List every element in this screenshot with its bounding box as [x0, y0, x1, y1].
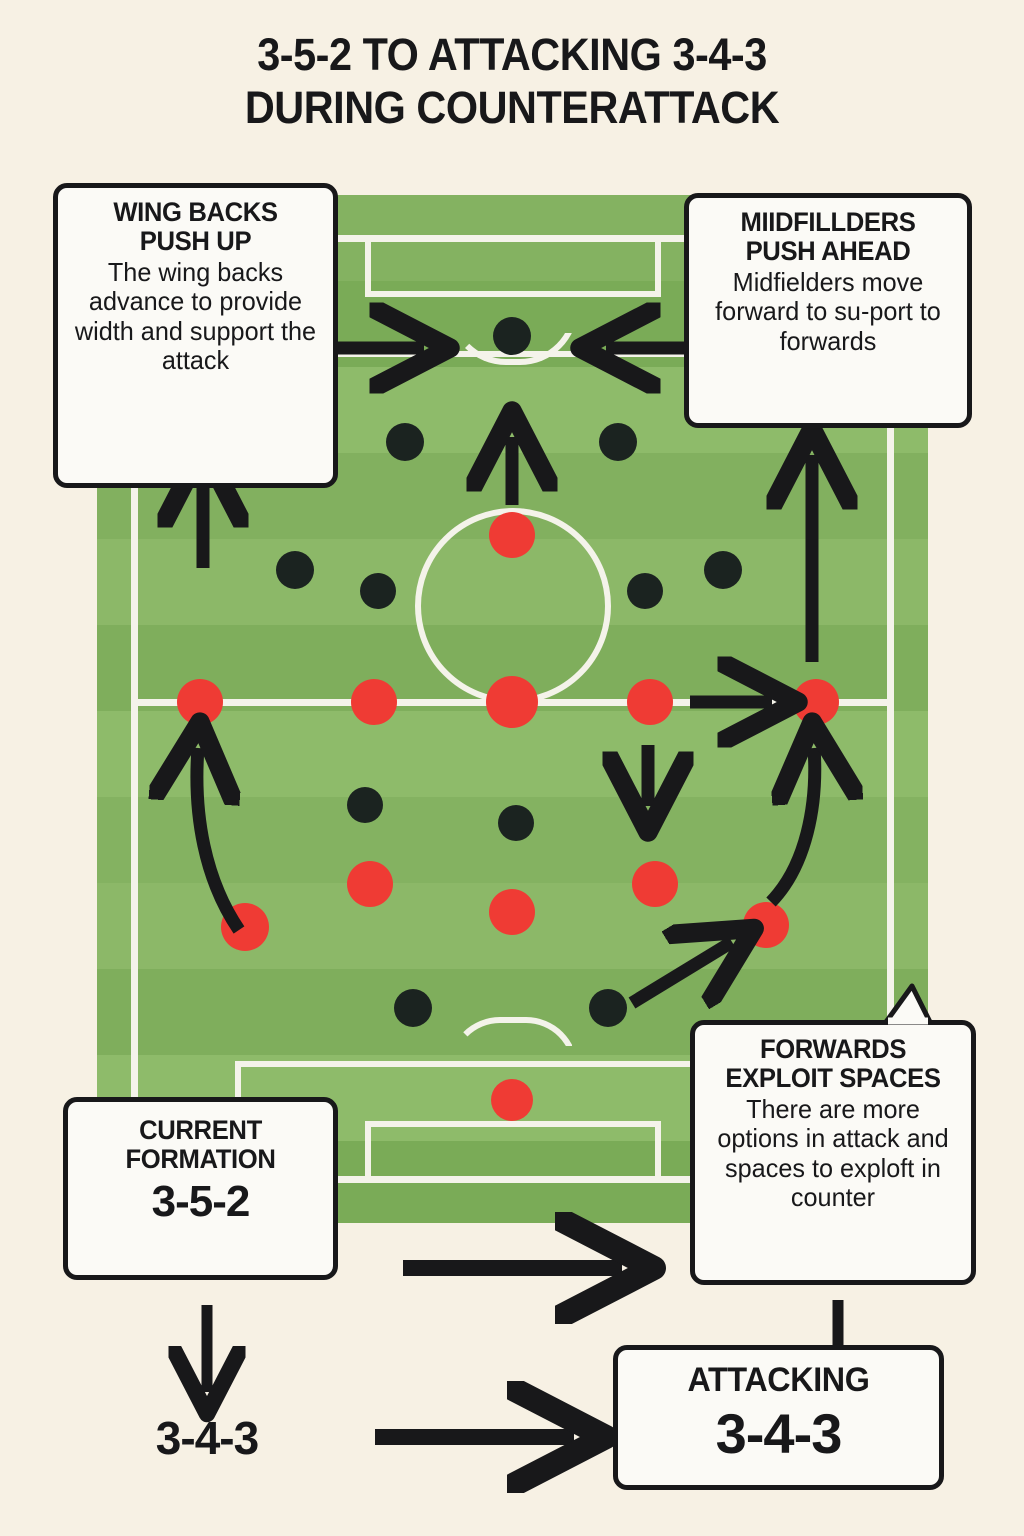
callout-midfielders-body: Midfielders move forward to su-port to f… — [715, 267, 941, 356]
attacking-player-right-centre-back — [627, 679, 673, 725]
attacking-player-left-wing-back — [177, 679, 223, 725]
goal-area-top — [365, 235, 661, 297]
opposition-player — [704, 551, 742, 589]
page-title-line1: 3-5-2 TO ATTACKING 3-4-3 — [257, 29, 767, 80]
callout-current-formation: CURRENT FORMATION 3-5-2 — [63, 1097, 338, 1280]
callout-wing-backs-body: The wing backs advance to provide width … — [74, 257, 317, 375]
attacking-player-right-wing-back — [793, 679, 839, 725]
pitch-goal-line-bottom — [131, 1176, 894, 1183]
opposition-player — [589, 989, 627, 1027]
attacking-player-goalkeeper — [491, 1079, 533, 1121]
callout-current-formation-value: 3-5-2 — [151, 1177, 251, 1227]
callout-attacking-formation: ATTACKING 3-4-3 — [613, 1345, 944, 1490]
opposition-player — [493, 317, 531, 355]
penalty-arc-top — [448, 307, 578, 365]
formation-label-343: 3-4-3 — [155, 1412, 259, 1464]
attacking-player-right-forward — [743, 902, 789, 948]
page-title-line2: DURING COUNTERATTACK — [244, 82, 780, 134]
pitch-touchline-right — [887, 235, 894, 1183]
opposition-player — [627, 573, 663, 609]
callout-current-formation-heading: CURRENT FORMATION — [125, 1115, 276, 1175]
opposition-player — [394, 989, 432, 1027]
goal-area-bottom — [365, 1121, 661, 1183]
attacking-player-left-midfield — [347, 861, 393, 907]
callout-wing-backs-heading: WING BACKS PUSH UP — [113, 197, 278, 257]
pitch-touchline-left — [131, 235, 138, 1183]
attacking-player-centre-midfield — [489, 889, 535, 935]
opposition-player — [347, 787, 383, 823]
attacking-player-left-centre-back — [351, 679, 397, 725]
callout-forwards-body: There are more options in attack and spa… — [717, 1094, 949, 1212]
callout-midfielders-heading: MIIDFILLDERS PUSH AHEAD — [740, 207, 916, 267]
callout-wing-backs: WING BACKS PUSH UP The wing backs advanc… — [53, 183, 338, 488]
callout-attacking-formation-value: 3-4-3 — [715, 1401, 843, 1465]
callout-midfielders: MIIDFILLDERS PUSH AHEAD Midfielders move… — [684, 193, 972, 428]
page-title: 3-5-2 TO ATTACKING 3-4-3 DURING COUNTERA… — [41, 28, 983, 134]
penalty-arc-bottom — [448, 1017, 578, 1069]
opposition-player — [498, 805, 534, 841]
attacking-player-centre-back — [486, 676, 538, 728]
opposition-player — [276, 551, 314, 589]
attacking-player-advanced-forward — [489, 512, 535, 558]
opposition-player — [599, 423, 637, 461]
opposition-player — [360, 573, 396, 609]
opposition-player — [386, 423, 424, 461]
pitch-goal-line-top — [131, 235, 894, 242]
callout-forwards-heading: FORWARDS EXPLOIT SPACES — [725, 1034, 941, 1094]
callout-forwards: FORWARDS EXPLOIT SPACES There are more o… — [690, 1020, 976, 1285]
attacking-player-right-midfield — [632, 861, 678, 907]
callout-attacking-formation-heading: ATTACKING — [687, 1361, 870, 1399]
attacking-player-left-back-deep — [221, 903, 269, 951]
